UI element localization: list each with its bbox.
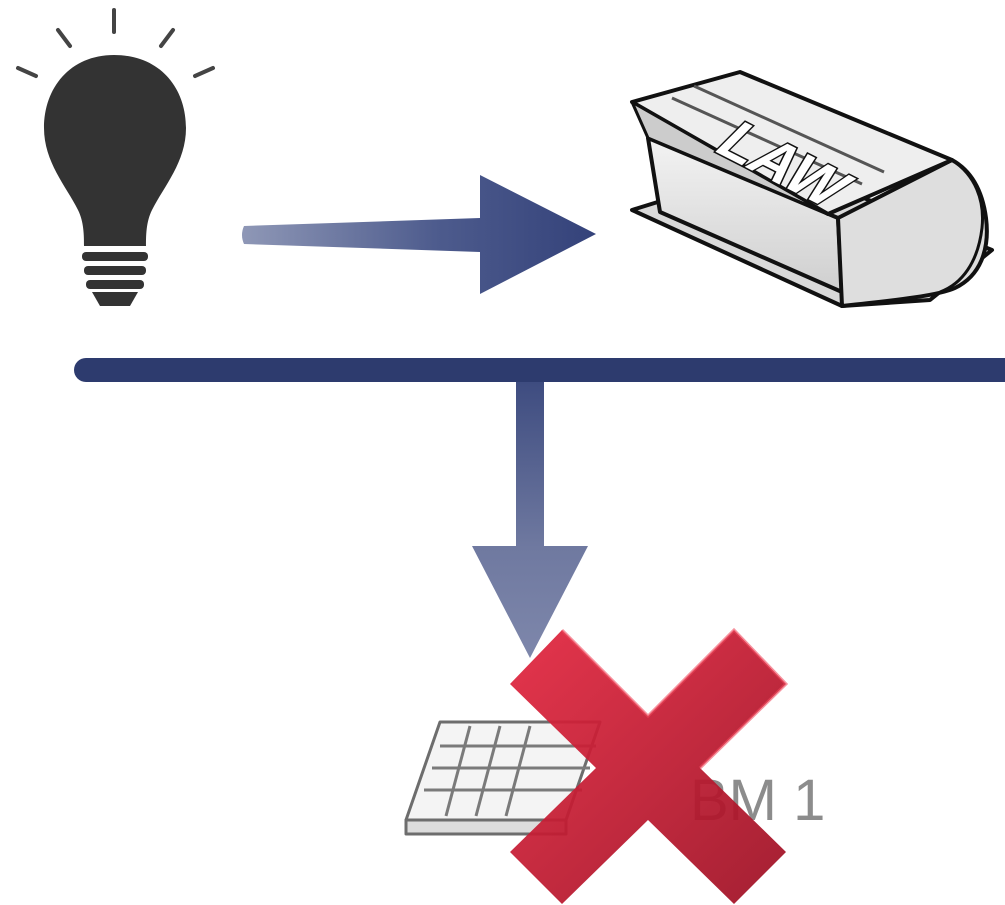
arrow-right-icon xyxy=(242,175,596,294)
lightbulb-icon xyxy=(18,10,213,306)
law-book-icon: LAW xyxy=(632,72,992,306)
arrow-down-icon xyxy=(472,382,588,658)
